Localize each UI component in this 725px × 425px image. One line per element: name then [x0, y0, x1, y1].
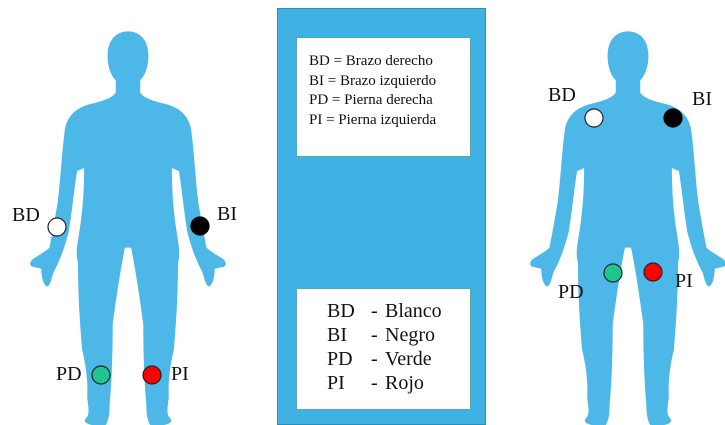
abbreviation-legend: BD = Brazo derecho BI = Brazo izquierdo …	[296, 37, 471, 157]
electrode-bd-white	[48, 218, 66, 236]
color-key-code: BI	[327, 323, 371, 347]
electrode-pi-red	[644, 263, 662, 281]
label-pd-right: PD	[558, 281, 584, 304]
legend-line: PD = Pierna derecha	[309, 91, 470, 111]
color-key-row: PI - Rojo	[327, 371, 470, 395]
color-key-row: BD - Blanco	[327, 299, 470, 323]
color-key-dash: -	[371, 347, 385, 371]
legend-panel: BD = Brazo derecho BI = Brazo izquierdo …	[277, 8, 486, 425]
color-key-code: PI	[327, 371, 371, 395]
electrode-bd-white	[585, 109, 603, 127]
color-key-row: PD - Verde	[327, 347, 470, 371]
color-key-color: Negro	[385, 323, 435, 347]
legend-line: BD = Brazo derecho	[309, 52, 470, 72]
color-key-code: PD	[327, 347, 371, 371]
color-key-dash: -	[371, 299, 385, 323]
label-pd-left: PD	[56, 363, 82, 386]
label-pi-left: PI	[171, 363, 189, 386]
color-key-color: Rojo	[385, 371, 424, 395]
color-key-dash: -	[371, 371, 385, 395]
right-body-figure	[500, 0, 725, 425]
color-key-color: Verde	[385, 347, 432, 371]
electrode-pd-green	[604, 264, 622, 282]
color-key: BD - Blanco BI - Negro PD - Verde PI - R…	[296, 288, 471, 410]
label-bi-right: BI	[692, 88, 712, 111]
color-key-color: Blanco	[385, 299, 442, 323]
color-key-code: BD	[327, 299, 371, 323]
electrode-pd-green	[92, 366, 110, 384]
label-bd-right: BD	[548, 84, 576, 107]
electrode-pi-red	[143, 366, 161, 384]
electrode-bi-black	[664, 109, 682, 127]
color-key-row: BI - Negro	[327, 323, 470, 347]
color-key-dash: -	[371, 323, 385, 347]
legend-line: PI = Pierna izquierda	[309, 111, 470, 131]
label-bi-left: BI	[217, 203, 237, 226]
label-bd-left: BD	[12, 204, 40, 227]
electrode-bi-black	[191, 217, 209, 235]
label-pi-right: PI	[675, 270, 693, 293]
legend-line: BI = Brazo izquierdo	[309, 72, 470, 92]
